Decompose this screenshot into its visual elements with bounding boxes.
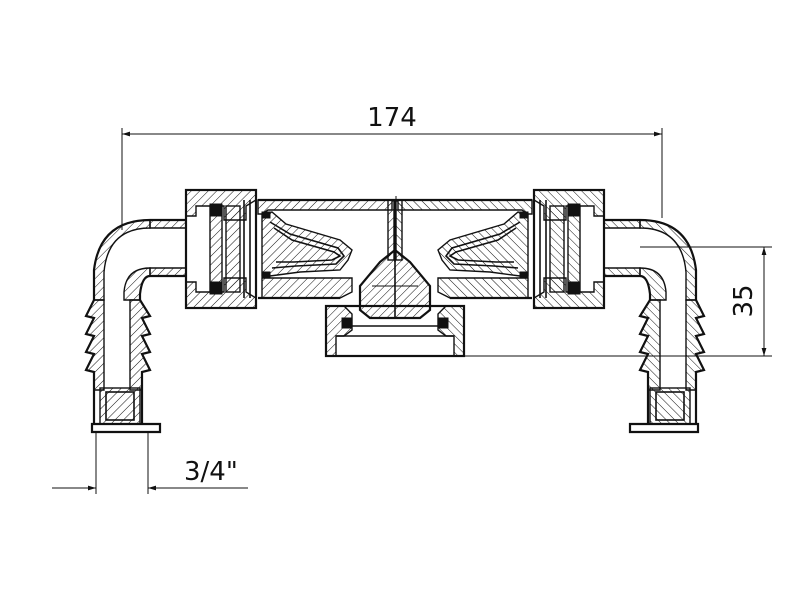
dimension-label-35: 35 (729, 284, 759, 317)
diaphragm-right (437, 211, 529, 279)
diaphragm-left (261, 211, 353, 279)
dimension-label-thread: 3/4" (184, 457, 238, 487)
dimension-thread: 3/4" (52, 432, 248, 494)
union-right (532, 188, 606, 310)
dimension-label-174: 174 (367, 103, 417, 133)
dimension-overall-width: 174 (121, 103, 663, 230)
dimension-height: 35 (455, 246, 772, 357)
nozzle-cone (358, 248, 432, 320)
bottom-nut (324, 304, 466, 358)
elbow-leg-left (84, 218, 187, 434)
elbow-leg-right (603, 218, 706, 434)
union-left (184, 188, 258, 310)
valve-body (257, 198, 533, 300)
